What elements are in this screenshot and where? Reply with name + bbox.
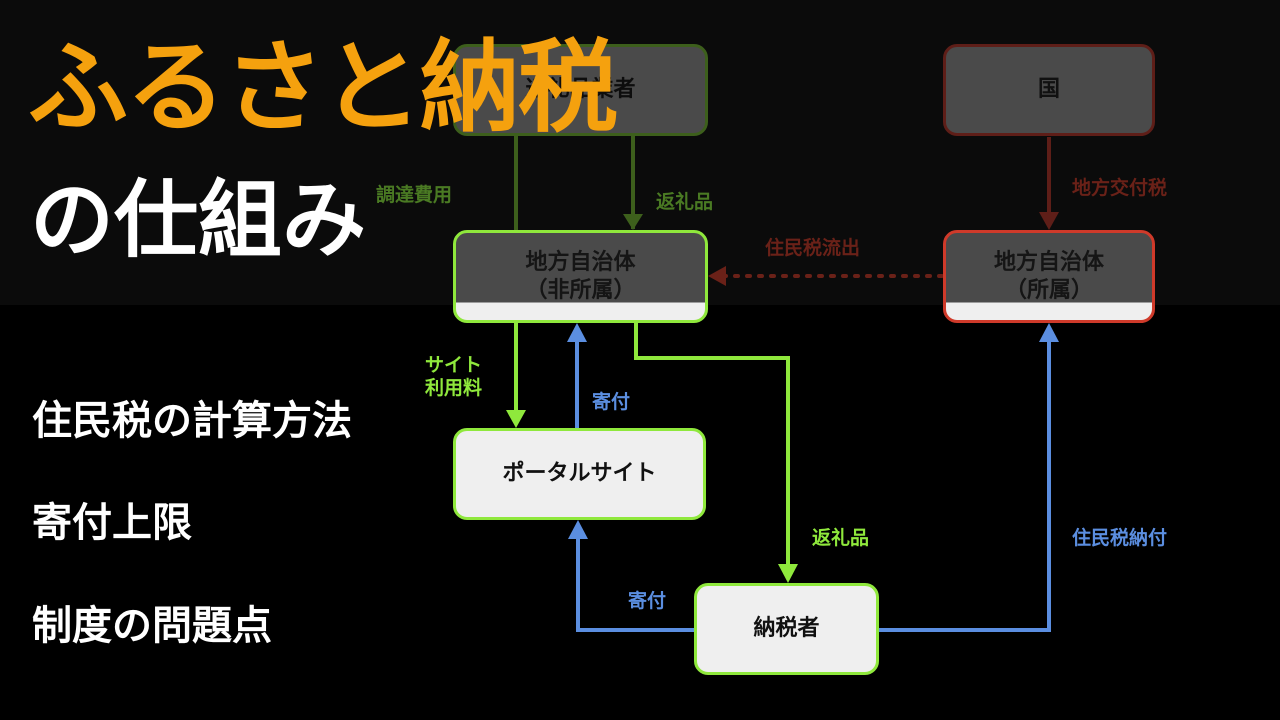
node-country: 国 — [943, 44, 1155, 136]
arrow-resident-tax-payment — [1039, 323, 1059, 342]
topic-item-issues: 制度の問題点 — [32, 603, 272, 649]
topic-item-donation-limit: 寄付上限 — [32, 500, 192, 546]
page-subtitle: の仕組み — [30, 171, 367, 269]
arrow-resident-tax-outflow — [708, 266, 726, 286]
page-title: ふるさと納税 — [28, 29, 618, 146]
arrow-gift-to-taxpayer — [778, 564, 798, 583]
label-resident-tax-outflow: 住民税流出 — [765, 237, 861, 259]
arrow-donation-to-local — [567, 323, 587, 342]
arrow-donation-from-taxpayer — [568, 520, 588, 539]
arrow-local-allocation-tax — [1039, 212, 1059, 230]
label-resident-tax-payment: 住民税納付 — [1072, 527, 1168, 549]
node-vendor: 返礼品業者 — [453, 44, 708, 136]
label-local-allocation-tax: 地方交付税 — [1072, 177, 1168, 199]
node-local-nonaffiliated: 地方自治体 （非所属） — [453, 230, 708, 323]
arrow-site-fee — [506, 410, 526, 428]
node-local-affiliated: 地方自治体 （所属） — [943, 230, 1155, 323]
label-gift-from-vendor: 返礼品 — [656, 191, 714, 213]
edge-gift-to-taxpayer — [634, 322, 790, 566]
label-site-fee: サイト 利用料 — [425, 354, 483, 399]
node-taxpayer: 納税者 — [694, 583, 879, 675]
edge-resident-tax-payment — [879, 340, 1051, 632]
label-donation-to-local: 寄付 — [592, 391, 631, 413]
edge-donation-from-taxpayer — [576, 537, 694, 632]
arrow-gift-from-vendor — [623, 214, 643, 230]
label-procurement: 調達費用 — [376, 184, 453, 206]
node-portal-site: ポータルサイト — [453, 428, 706, 520]
topic-item-calculation: 住民税の計算方法 — [32, 398, 352, 444]
label-donation-from-taxpayer: 寄付 — [628, 590, 667, 612]
label-gift-to-taxpayer: 返礼品 — [812, 527, 870, 549]
